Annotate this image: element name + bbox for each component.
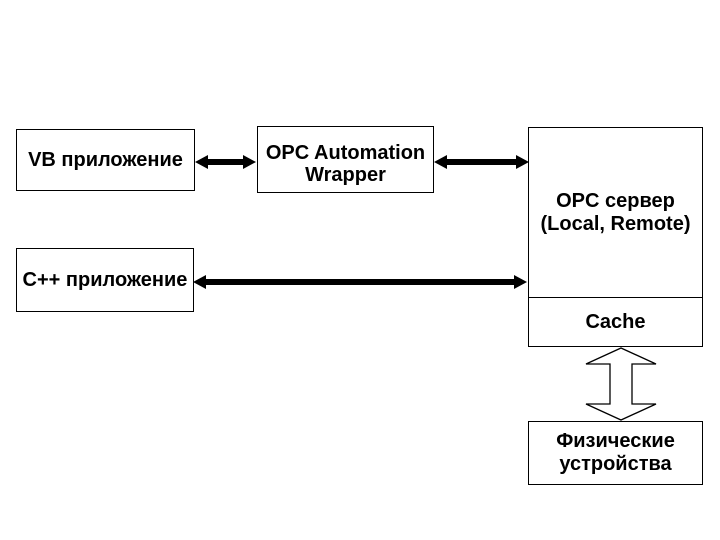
opc-automation-wrapper-box: OPC Automation Wrapper xyxy=(257,126,434,193)
cache-devices-double-arrow xyxy=(585,347,657,421)
physical-devices-box: Физические устройства xyxy=(528,421,703,485)
vb-wrapper-double-arrow xyxy=(195,155,256,169)
arrow-shape xyxy=(195,155,256,169)
cache-box: Cache xyxy=(528,297,703,347)
vb-application-box: VB приложение xyxy=(16,129,195,191)
opc-server-box: OPC сервер (Local, Remote) xyxy=(528,127,703,298)
opc-automation-wrapper-label: OPC Automation Wrapper xyxy=(265,141,426,186)
arrow-shape xyxy=(193,275,527,289)
cpp-application-box: C++ приложение xyxy=(16,248,194,312)
hollow-arrow-shape xyxy=(585,347,657,421)
cache-label: Cache xyxy=(585,311,646,333)
physical-devices-label: Физические устройства xyxy=(556,430,675,475)
cpp-application-label: C++ приложение xyxy=(22,269,188,291)
cpp-server-double-arrow xyxy=(193,275,527,289)
vb-application-label: VB приложение xyxy=(28,149,183,171)
opc-server-label: OPC сервер (Local, Remote) xyxy=(540,189,691,235)
wrapper-server-double-arrow xyxy=(434,155,529,169)
arrow-shape xyxy=(434,155,529,169)
